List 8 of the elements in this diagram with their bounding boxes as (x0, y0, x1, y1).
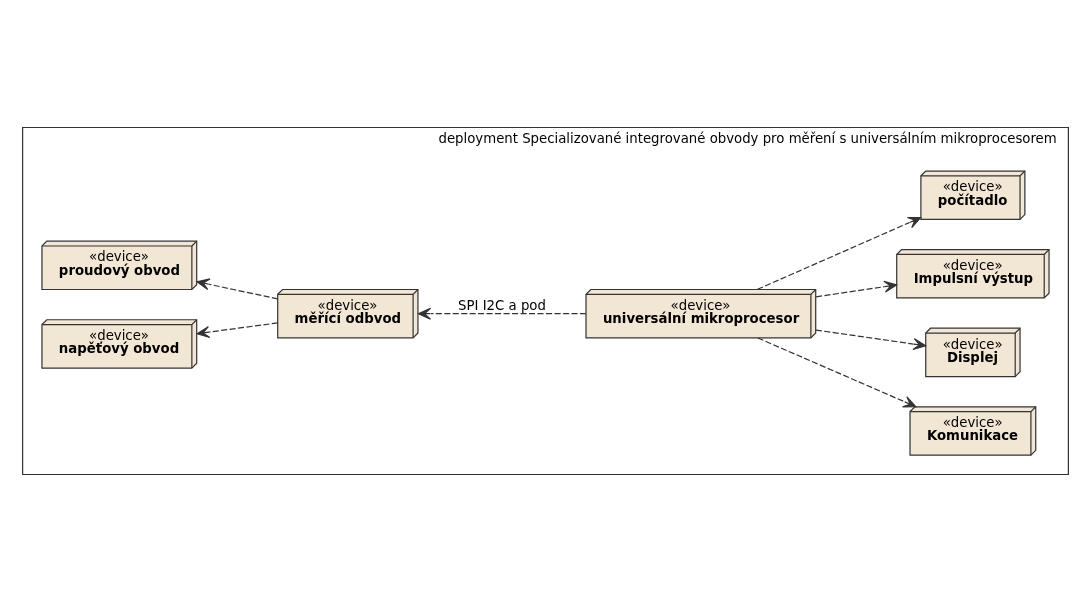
arrow (756, 216, 922, 290)
arrow (815, 329, 927, 351)
arrow (196, 322, 279, 339)
edge-label: SPI I2C a pod (458, 297, 546, 313)
arrow (757, 337, 917, 408)
arrow (417, 307, 587, 320)
arrow (815, 280, 898, 298)
arrow (196, 278, 279, 300)
